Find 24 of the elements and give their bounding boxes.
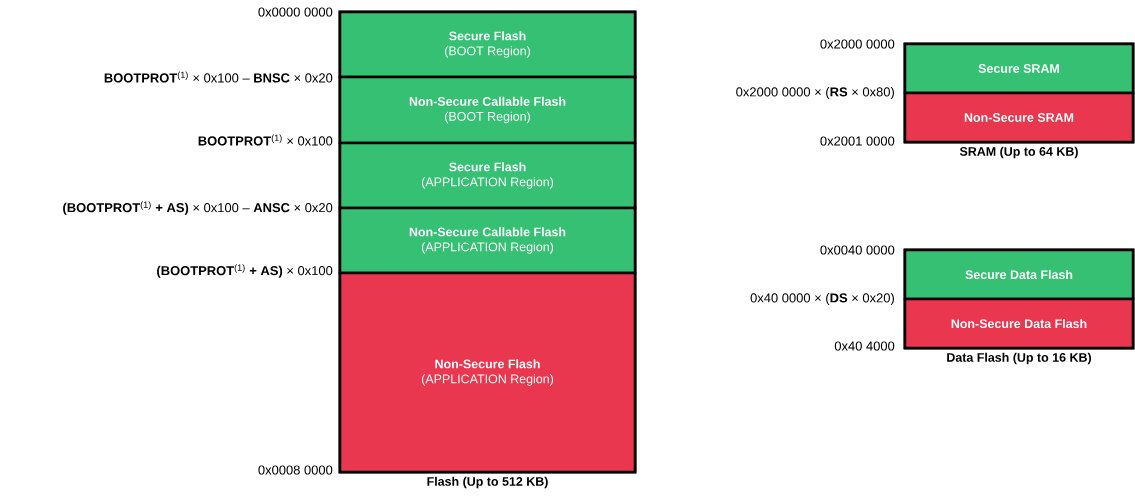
address-label: 0x40 0000 × (DS × 0x20): [750, 292, 894, 306]
address-label: 0x0008 0000: [258, 465, 333, 475]
memory-region: Secure Flash (APPLICATION Region): [338, 141, 637, 210]
memory-region: Non-Secure Callable Flash (APPLICATION Region): [338, 206, 637, 275]
memory-region: Secure Flash (BOOT Region): [338, 10, 637, 79]
memory-region: Non-Secure Data Flash: [903, 297, 1135, 350]
memory-region: Non-Secure SRAM: [903, 91, 1135, 144]
address-label: 0x0000 0000: [258, 7, 333, 17]
memory-region: Secure Data Flash: [903, 248, 1135, 301]
memory-region: Non-Secure Callable Flash (BOOT Region): [338, 75, 637, 145]
address-label: 0x0040 0000: [820, 245, 895, 255]
address-label: 0x2000 0000: [820, 39, 895, 49]
address-label: 0x2000 0000 × (RS × 0x80): [736, 86, 894, 100]
address-label: 0x2001 0000: [820, 136, 895, 146]
address-label: BOOTPROT$^{(1)}$ × 0x100 – BNSC × 0x20: [104, 71, 333, 83]
address-label: BOOTPROT$^{(1)}$ × 0x100: [198, 134, 333, 146]
node-label: Flash (Up to 512 KB): [427, 476, 548, 489]
address-label: (BOOTPROT$^{(1)}$ + AS) × 0x100: [157, 264, 333, 278]
node-label: SRAM (Up to 64 KB): [959, 146, 1078, 159]
memory-region: Secure SRAM: [903, 42, 1135, 95]
memory-region: Non-Secure Flash (APPLICATION Region): [338, 271, 637, 474]
node-label: Data Flash (Up to 16 KB): [947, 352, 1092, 365]
address-label: (BOOTPROT$^{(1)}$ + AS) × 0x100 – ANSC × 0x20: [63, 201, 333, 215]
address-label: 0x40 4000: [834, 341, 895, 351]
